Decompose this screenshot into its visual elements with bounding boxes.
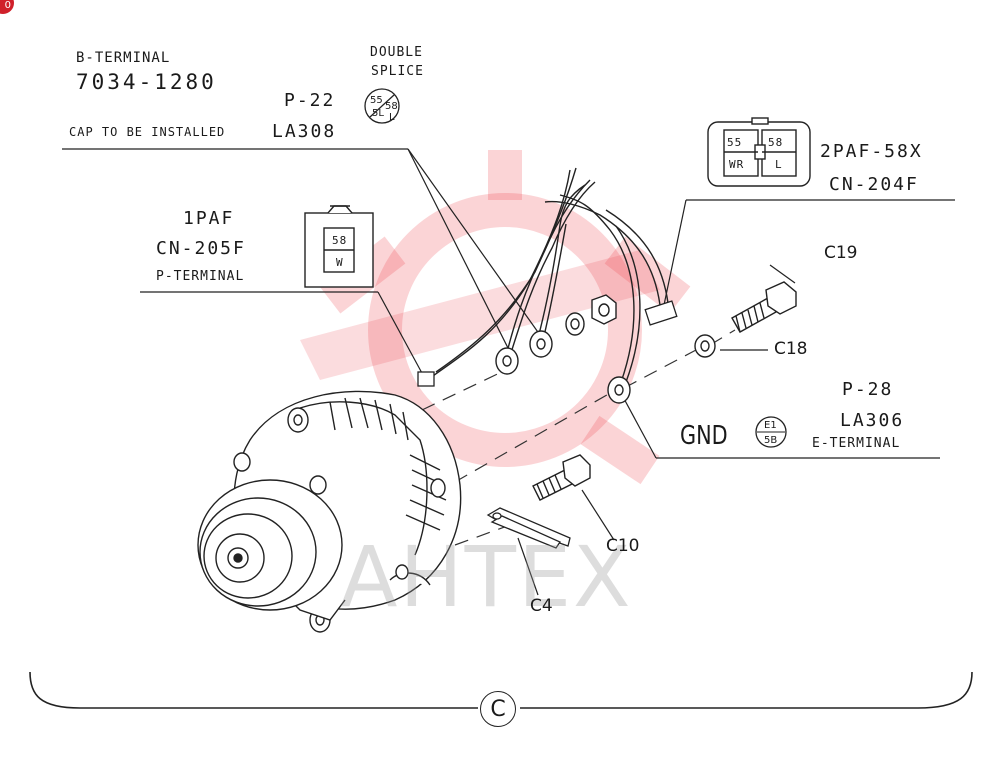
assembly-line-b bbox=[421, 367, 511, 411]
c19-label: C19 bbox=[824, 243, 858, 263]
wire-harness bbox=[429, 167, 669, 386]
leader-cap-to-ring2 bbox=[407, 148, 541, 336]
wire-ring2 bbox=[537, 184, 586, 339]
splice-code-bottom-right: L bbox=[389, 112, 395, 123]
p28-label: P-28 bbox=[842, 379, 894, 400]
paf1-label: 1PAF bbox=[183, 208, 235, 229]
wire-2paf bbox=[544, 200, 661, 306]
leader-204f-to-conn bbox=[663, 199, 687, 306]
splice-label: SPLICE bbox=[371, 64, 424, 79]
e-circle-top-code: E1 bbox=[764, 420, 777, 431]
view-c-marker: C bbox=[480, 691, 516, 727]
splice-code-top-left: 55 bbox=[370, 95, 383, 106]
cn205f-label: CN-205F bbox=[156, 238, 246, 259]
cn204f-pin1-code: 55 bbox=[727, 136, 743, 149]
pulley bbox=[197, 479, 343, 611]
corner-badge: 0 bbox=[0, 0, 14, 14]
double-label: DOUBLE bbox=[370, 45, 423, 60]
c18-label: C18 bbox=[774, 339, 808, 359]
view-c-bracket bbox=[29, 671, 973, 709]
p-terminal-connector bbox=[417, 371, 435, 387]
la308-label: LA308 bbox=[272, 121, 337, 142]
bolt-c19 bbox=[731, 281, 797, 333]
leader-gnd-to-ring bbox=[621, 394, 657, 459]
p22-label: P-22 bbox=[284, 90, 336, 111]
leader-c4 bbox=[517, 537, 539, 596]
splice-code-top-right: 58 bbox=[385, 101, 398, 112]
c10-label: C10 bbox=[606, 536, 640, 556]
cn205f-pin-code: 58 bbox=[332, 234, 348, 247]
p-terminal-label: P-TERMINAL bbox=[156, 269, 245, 284]
cn205f-housing bbox=[304, 205, 374, 288]
leader-c10 bbox=[581, 489, 615, 541]
assembly-line-gnd bbox=[454, 391, 613, 483]
bracket-c4 bbox=[486, 507, 571, 549]
gnd-label: GND bbox=[680, 421, 728, 451]
c4-label: C4 bbox=[530, 596, 553, 616]
cn204f-connector bbox=[644, 300, 678, 326]
b-terminal-part-number: 7034-1280 bbox=[76, 70, 217, 94]
leader-pterm-to-conn bbox=[377, 291, 424, 376]
e1-circle bbox=[755, 416, 787, 448]
leader-cap-to-ring1 bbox=[407, 148, 511, 353]
cn204f-pin2-color: L bbox=[775, 158, 783, 171]
cn205f-pin-color: W bbox=[336, 256, 344, 269]
cn204f-housing bbox=[707, 117, 811, 187]
double-splice-symbol bbox=[364, 88, 400, 124]
cn204f-pin2-code: 58 bbox=[768, 136, 784, 149]
assembly-line-c4 bbox=[454, 524, 511, 546]
watermark-text: AHTEX bbox=[340, 528, 633, 626]
cn204f-label: CN-204F bbox=[829, 174, 919, 195]
paf2-label: 2PAF-58X bbox=[820, 141, 923, 162]
e-circle-bottom-code: 5B bbox=[764, 435, 778, 446]
splice-code-bottom-left: 5L bbox=[372, 108, 384, 119]
e-terminal-label: E-TERMINAL bbox=[812, 436, 901, 451]
bolt-c10 bbox=[532, 454, 591, 501]
cn204f-pin1-color: WR bbox=[729, 158, 745, 171]
wire-gnd bbox=[559, 194, 635, 386]
b-terminal-label: B-TERMINAL bbox=[76, 50, 171, 66]
leader-c19 bbox=[769, 264, 796, 284]
cap-installed-label: CAP TO BE INSTALLED bbox=[69, 125, 226, 139]
watermark-slash bbox=[300, 250, 660, 380]
la306-label: LA306 bbox=[840, 410, 905, 431]
wire-ring1 bbox=[504, 179, 591, 361]
